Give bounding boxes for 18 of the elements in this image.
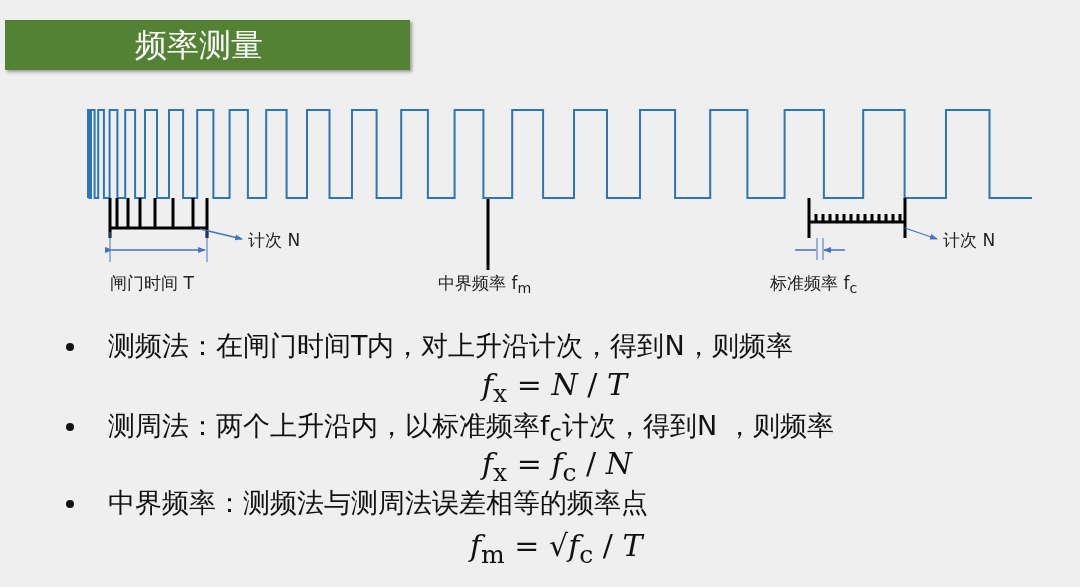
title-banner: 频率测量 [5,20,410,70]
reference-count-bar [807,196,907,240]
count-label: 计次 N [943,229,996,252]
gate-count-bar [108,196,209,240]
dimension-label: 标准频率 f$_{c}$ [770,272,858,297]
leader-label: 中界频率 f$_{m}$ [438,272,532,297]
bullet-text: 测周法：两个上升沿内，以标准频率f$_{c}$计次，得到N ，则频率 [108,409,834,447]
bullet-text: 测频法：在闸门时间T内，对上升沿计次，得到N，则频率 [108,329,793,363]
formula: f$_{x}$ = f$_{c}$ / N [482,446,632,487]
bullet-text: 中界频率：测频法与测周法误差相等的频率点 [108,486,648,520]
formula: f$_{m}$ = √f$_{c}$ / T [470,528,643,569]
square-waveform [87,109,1033,199]
arrow [904,227,938,240]
dimension-label: 闸门时间 T [110,272,194,295]
count-label: 计次 N [248,229,301,252]
arrow [199,228,243,241]
leader-line [486,199,490,270]
formula: f$_{x}$ = N / T [482,367,627,408]
